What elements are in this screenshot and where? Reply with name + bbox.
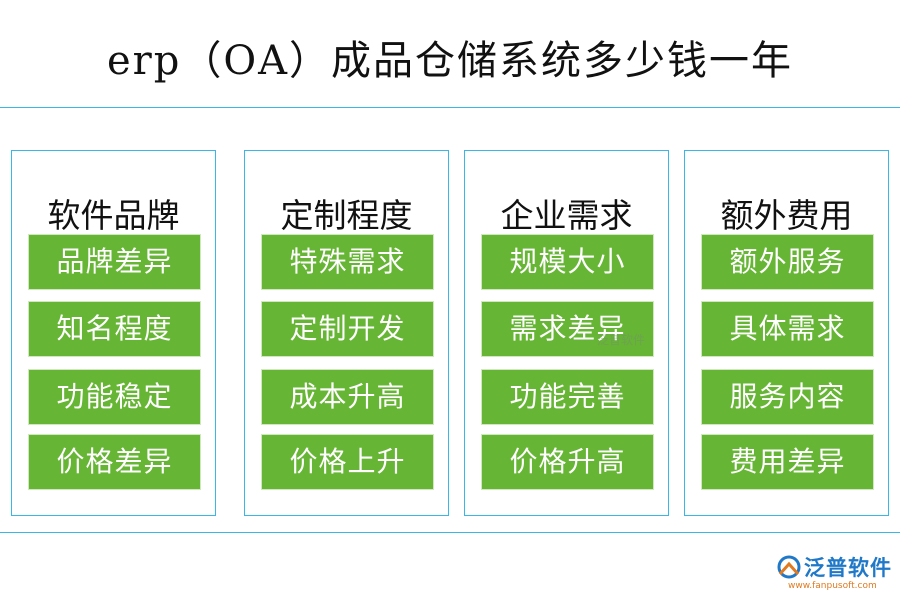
column-software-brand: 软件品牌 品牌差异 知名程度 功能稳定 价格差异 bbox=[11, 150, 216, 516]
column-heading: 定制程度 bbox=[280, 196, 413, 235]
factor-box: 费用差异 bbox=[701, 434, 874, 490]
column-heading: 企业需求 bbox=[500, 196, 633, 235]
factor-box: 品牌差异 bbox=[28, 234, 201, 290]
logo-url: www.fanpusoft.com bbox=[788, 581, 877, 591]
bottom-divider bbox=[0, 532, 900, 533]
column-heading: 额外费用 bbox=[720, 196, 853, 235]
page-title: erp（OA）成品仓储系统多少钱一年 bbox=[106, 38, 794, 84]
column-customization: 定制程度 特殊需求 定制开发 成本升高 价格上升 bbox=[244, 150, 449, 516]
factor-box: 规模大小 bbox=[481, 234, 654, 290]
brand-logo: 泛普软件 www.fanpusoft.com bbox=[776, 550, 896, 594]
factor-box: 定制开发 bbox=[261, 301, 434, 357]
column-heading: 软件品牌 bbox=[47, 196, 180, 235]
factor-box: 服务内容 bbox=[701, 369, 874, 425]
factor-box: 特殊需求 bbox=[261, 234, 434, 290]
column-enterprise-needs: 企业需求 规模大小 需求差异 功能完善 价格升高 bbox=[464, 150, 669, 516]
fanpu-logo-icon bbox=[777, 555, 801, 579]
factor-box: 额外服务 bbox=[701, 234, 874, 290]
factor-box: 价格差异 bbox=[28, 434, 201, 490]
factor-box: 价格升高 bbox=[481, 434, 654, 490]
factor-box: 知名程度 bbox=[28, 301, 201, 357]
top-divider bbox=[0, 107, 900, 108]
factor-box: 功能稳定 bbox=[28, 369, 201, 425]
factor-box: 需求差异 bbox=[481, 301, 654, 357]
column-extra-fees: 额外费用 额外服务 具体需求 服务内容 费用差异 bbox=[684, 150, 889, 516]
factor-box: 功能完善 bbox=[481, 369, 654, 425]
factor-box: 价格上升 bbox=[261, 434, 434, 490]
logo-name: 泛普软件 bbox=[804, 556, 892, 580]
factor-box: 具体需求 bbox=[701, 301, 874, 357]
factor-box: 成本升高 bbox=[261, 369, 434, 425]
watermark: 泛普软件 bbox=[597, 333, 646, 347]
